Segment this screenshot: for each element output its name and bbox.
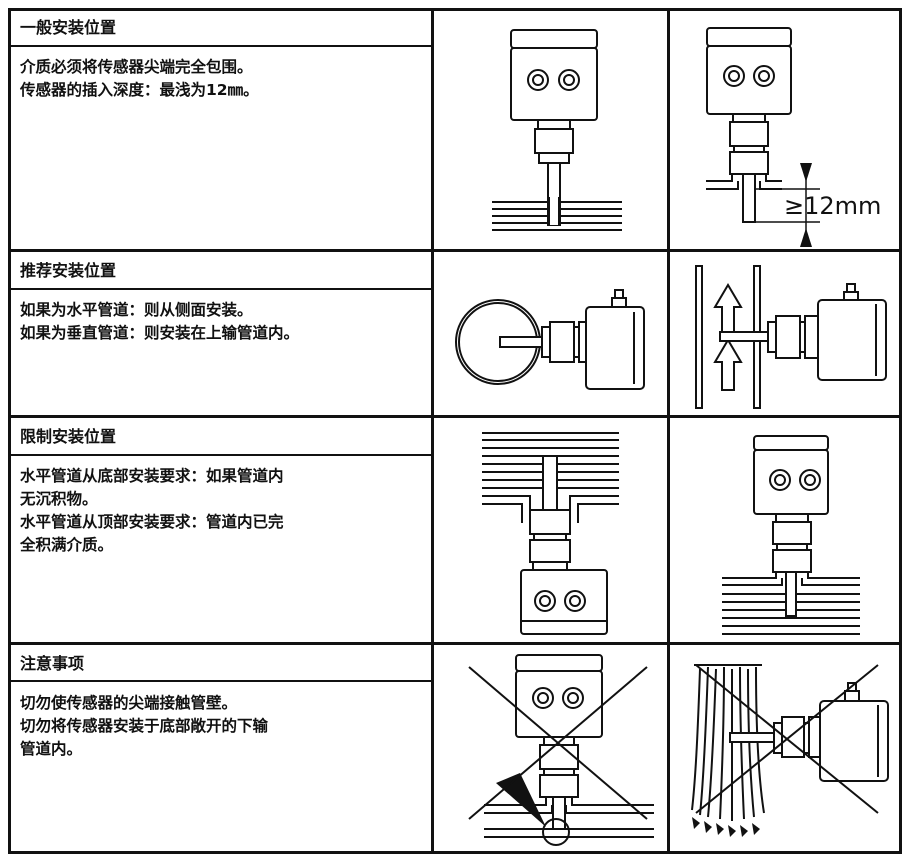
header-divider-3 — [8, 454, 432, 456]
table-border-bottom — [8, 851, 902, 854]
header-divider-2 — [8, 288, 432, 290]
installation-guide-table: 一般安装位置 介质必须将传感器尖端完全包围。 传感器的插入深度：最浅为12㎜。 … — [8, 8, 902, 854]
body-line: 介质必须将传感器尖端完全包围。 — [20, 58, 253, 76]
section-body-notes: 切勿使传感器的尖端接触管壁。 切勿将传感器安装于底部敞开的下输 管道内。 — [8, 684, 432, 761]
row-divider-2 — [8, 415, 902, 418]
table-border-right — [899, 8, 902, 854]
section-title-recommended: 推荐安装位置 — [20, 261, 117, 280]
body-line: 水平管道从底部安装要求：如果管道内 — [20, 467, 284, 485]
header-divider-4 — [8, 680, 432, 682]
body-line: 切勿使传感器的尖端接触管壁。 — [20, 694, 238, 712]
section-body-recommended: 如果为水平管道：则从侧面安装。 如果为垂直管道：则安装在上输管道内。 — [8, 291, 432, 345]
header-divider-1 — [8, 45, 432, 47]
depth-measurement-label: ≥12mm — [784, 192, 881, 220]
row-divider-1 — [8, 249, 902, 252]
illustration-sensor-immersed — [434, 11, 667, 249]
section-title-general: 一般安装位置 — [20, 18, 117, 37]
section-title-notes: 注意事项 — [20, 654, 85, 673]
illustration-horizontal-pipe-side — [434, 252, 667, 415]
illustration-vertical-pipe-upflow — [670, 252, 899, 415]
column-divider-2 — [667, 8, 670, 854]
table-border-left — [8, 8, 11, 854]
body-line: 如果为垂直管道：则安装在上输管道内。 — [20, 324, 300, 342]
body-line: 切勿将传感器安装于底部敞开的下输 — [20, 717, 269, 735]
illustration-top-installation — [670, 418, 899, 642]
row-divider-3 — [8, 642, 902, 645]
section-title-restricted: 限制安装位置 — [20, 427, 117, 446]
table-border-top — [8, 8, 902, 11]
body-line: 水平管道从顶部安装要求：管道内已完 — [20, 513, 284, 531]
body-line: 传感器的插入深度：最浅为12㎜。 — [20, 81, 259, 99]
section-body-restricted: 水平管道从底部安装要求：如果管道内 无沉积物。 水平管道从顶部安装要求：管道内已… — [8, 457, 432, 557]
body-line: 管道内。 — [20, 740, 83, 758]
body-line: 无沉积物。 — [20, 490, 98, 508]
illustration-insertion-depth: ≥12mm — [670, 11, 899, 249]
section-body-general: 介质必须将传感器尖端完全包围。 传感器的插入深度：最浅为12㎜。 — [8, 48, 432, 102]
body-line: 全积满介质。 — [20, 536, 114, 554]
illustration-wrong-open-downflow-pipe — [670, 645, 899, 851]
body-line: 如果为水平管道：则从侧面安装。 — [20, 301, 253, 319]
column-divider-1 — [431, 8, 434, 854]
illustration-bottom-installation — [434, 418, 667, 642]
illustration-wrong-tip-touching-wall — [434, 645, 667, 851]
